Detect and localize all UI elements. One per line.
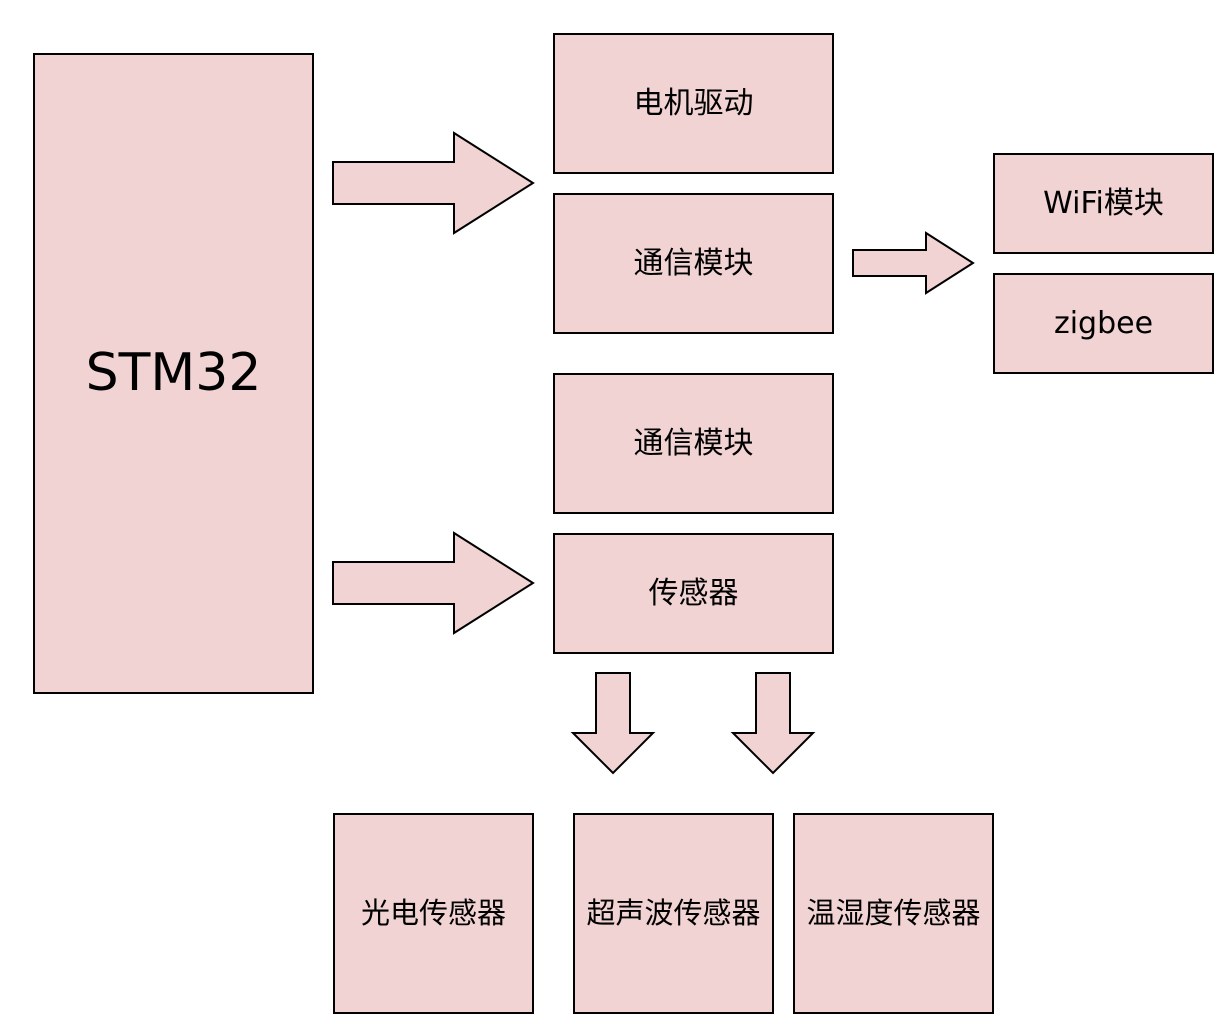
comm-module-label-1: 通信模块	[633, 245, 754, 281]
comm-module-block-2: 通信模块	[553, 373, 834, 514]
arrow-comm-to-wireless	[852, 231, 975, 295]
temp-humidity-sensor-label: 温湿度传感器	[806, 896, 981, 931]
photoelectric-sensor-label: 光电传感器	[360, 896, 506, 931]
motor-driver-block: 电机驱动	[553, 33, 834, 174]
zigbee-label: zigbee	[1053, 305, 1154, 341]
arrow-sensor-down-left	[570, 672, 656, 775]
motor-driver-label: 电机驱动	[633, 85, 754, 121]
wifi-module-block: WiFi模块	[993, 153, 1214, 254]
sensor-block: 传感器	[553, 533, 834, 654]
stm32-block: STM32	[33, 53, 314, 694]
stm32-label: STM32	[85, 343, 262, 404]
temp-humidity-sensor-block: 温湿度传感器	[793, 813, 994, 1014]
arrow-stm32-to-motor-driver	[332, 131, 535, 235]
arrow-stm32-to-sensor	[332, 531, 535, 635]
ultrasonic-sensor-block: 超声波传感器	[573, 813, 774, 1014]
ultrasonic-sensor-label: 超声波传感器	[586, 896, 761, 931]
arrow-sensor-down-right	[730, 672, 816, 775]
wifi-module-label: WiFi模块	[1043, 185, 1164, 221]
zigbee-block: zigbee	[993, 273, 1214, 374]
photoelectric-sensor-block: 光电传感器	[333, 813, 534, 1014]
comm-module-block-1: 通信模块	[553, 193, 834, 334]
comm-module-label-2: 通信模块	[633, 425, 754, 461]
sensor-label: 传感器	[648, 575, 739, 611]
